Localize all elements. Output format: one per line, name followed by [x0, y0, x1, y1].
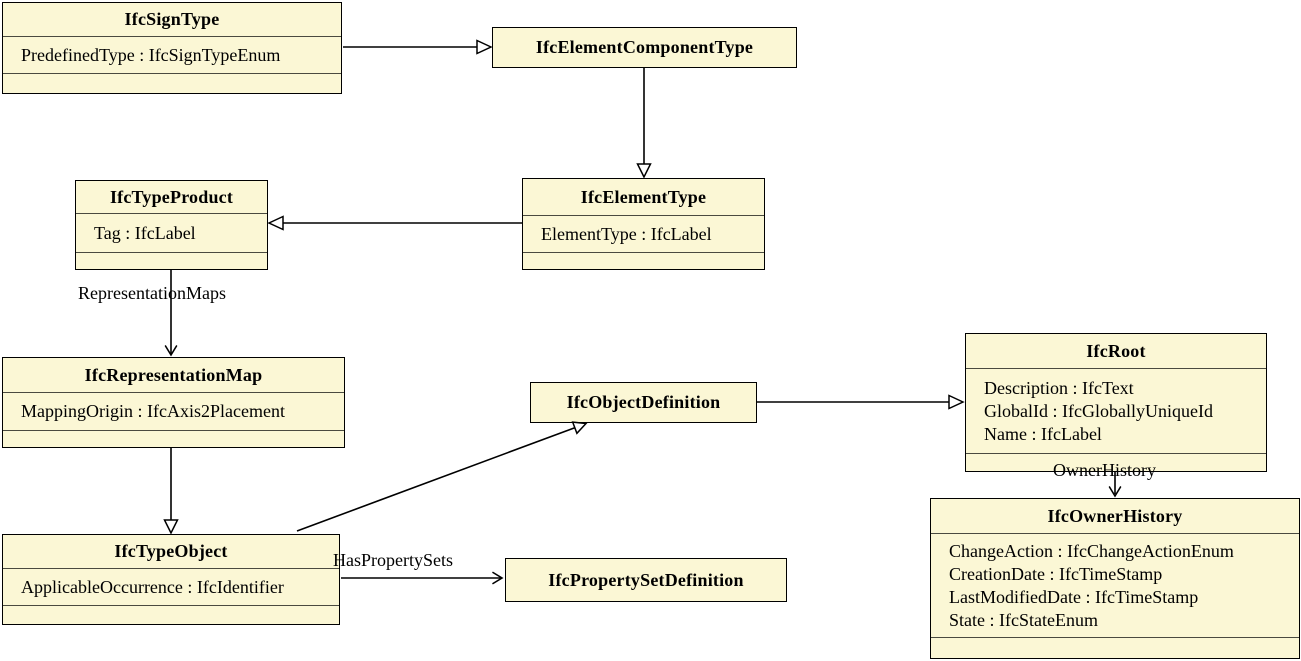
class-title: IfcTypeProduct [109, 186, 234, 207]
class-attributes: ElementType : IfcLabel [523, 215, 764, 252]
edge-label-haspropertysets: HasPropertySets [333, 550, 453, 570]
class-operations-empty [76, 252, 267, 269]
class-ifcpropertysetdefinition: IfcPropertySetDefinition [505, 558, 787, 602]
edge-label-ownerhistory: OwnerHistory [1053, 460, 1156, 480]
class-operations-empty [3, 73, 341, 93]
attribute: LastModifiedDate : IfcTimeStamp [949, 586, 1199, 607]
attribute: CreationDate : IfcTimeStamp [949, 563, 1163, 584]
edge-ifcelementtype-to-ifctypeproduct [267, 215, 522, 231]
attribute: Description : IfcText [984, 377, 1134, 398]
class-ifcroot: IfcRoot Description : IfcText GlobalId :… [965, 333, 1267, 472]
class-attributes: ChangeAction : IfcChangeActionEnum Creat… [931, 533, 1299, 637]
class-attributes: Description : IfcText GlobalId : IfcGlob… [966, 368, 1266, 453]
class-title: IfcPropertySetDefinition [548, 569, 744, 590]
class-operations-empty [3, 430, 344, 447]
class-ifcrepresentationmap: IfcRepresentationMap MappingOrigin : Ifc… [2, 357, 345, 448]
attribute: ElementType : IfcLabel [541, 223, 712, 244]
class-operations-empty [3, 605, 339, 624]
attribute: GlobalId : IfcGloballyUniqueId [984, 400, 1213, 421]
class-title: IfcOwnerHistory [1047, 505, 1183, 526]
class-attributes: Tag : IfcLabel [76, 213, 267, 252]
class-ifcownerhistory: IfcOwnerHistory ChangeAction : IfcChange… [930, 498, 1300, 659]
attribute: Name : IfcLabel [984, 423, 1102, 444]
class-ifcobjectdefinition: IfcObjectDefinition [530, 382, 757, 423]
edge-ifcrepresentationmap-to-ifctypeobject [163, 448, 179, 535]
edge-ifctypeobject-to-ifcpropertysetdefinition [341, 571, 504, 585]
edge-label-representationmaps: RepresentationMaps [78, 283, 226, 303]
attribute: ChangeAction : IfcChangeActionEnum [949, 540, 1234, 561]
class-operations-empty [966, 453, 1266, 471]
class-ifctypeproduct: IfcTypeProduct Tag : IfcLabel [75, 180, 268, 270]
class-operations-empty [523, 252, 764, 269]
class-attributes: ApplicableOccurrence : IfcIdentifier [3, 568, 339, 605]
class-ifcelementtype: IfcElementType ElementType : IfcLabel [522, 178, 765, 270]
attribute: Tag : IfcLabel [94, 222, 196, 243]
edge-ifcobjectdefinition-to-ifcroot [757, 394, 965, 410]
class-title: IfcSignType [124, 9, 220, 29]
class-ifcsigntype: IfcSignType PredefinedType : IfcSignType… [2, 2, 342, 94]
class-operations-empty [931, 637, 1299, 658]
edge-ifcsigntype-to-ifcelementcomponenttype [343, 39, 493, 55]
edge-ifcelementcomponenttype-to-ifcelementtype [636, 68, 652, 179]
class-title: IfcElementComponentType [535, 37, 754, 57]
class-ifctypeobject: IfcTypeObject ApplicableOccurrence : Ifc… [2, 534, 340, 625]
class-ifcelementcomponenttype: IfcElementComponentType [492, 27, 797, 68]
class-title: IfcObjectDefinition [566, 392, 721, 412]
class-attributes: MappingOrigin : IfcAxis2Placement [3, 392, 344, 430]
attribute: MappingOrigin : IfcAxis2Placement [21, 401, 285, 421]
class-title: IfcElementType [580, 186, 707, 207]
class-title: IfcRoot [1086, 340, 1146, 361]
class-attributes: PredefinedType : IfcSignTypeEnum [3, 36, 341, 73]
class-title: IfcRepresentationMap [84, 364, 263, 385]
attribute: State : IfcStateEnum [949, 609, 1098, 630]
attribute: PredefinedType : IfcSignTypeEnum [21, 44, 281, 65]
attribute: ApplicableOccurrence : IfcIdentifier [21, 576, 284, 597]
class-title: IfcTypeObject [114, 541, 228, 561]
